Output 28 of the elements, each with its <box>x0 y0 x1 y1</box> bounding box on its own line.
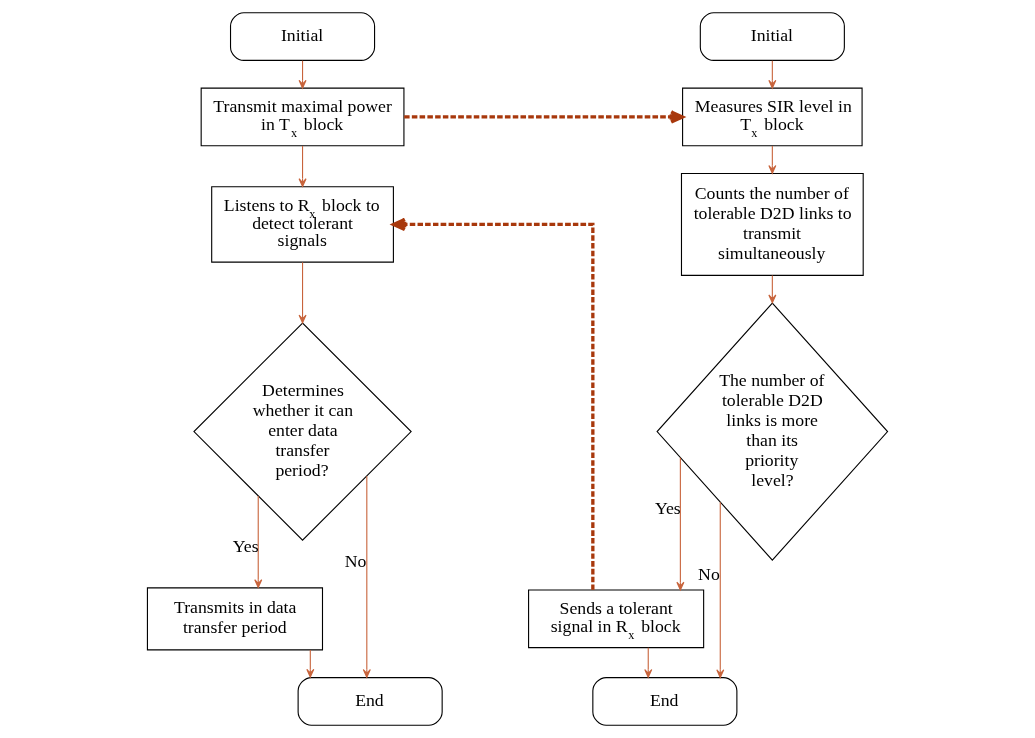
arrow <box>676 457 685 591</box>
arrow <box>404 110 685 124</box>
arrow <box>644 647 653 678</box>
node-diamond: Determines whether it can enter data transfer period? <box>193 322 412 541</box>
node-box: Initial <box>229 12 376 61</box>
node-box: Counts the number of tolerable D2D links to transmit simultaneously <box>680 172 864 276</box>
arrow <box>391 217 595 590</box>
edge-label: No <box>698 564 720 585</box>
arrow <box>254 495 263 588</box>
node-box: Transmits in data transfer period <box>146 587 324 651</box>
node-box: Sends a tolerant signal in R$_{x}$ block <box>528 589 705 649</box>
arrow <box>306 649 315 678</box>
node-box: End <box>297 677 443 726</box>
edge-label: No <box>344 551 367 572</box>
arrow <box>298 145 307 187</box>
arrow <box>362 475 371 678</box>
node-box: Transmit maximal power in T$_{x}$ block <box>200 87 405 147</box>
arrow <box>298 60 307 89</box>
edge-label: Yes <box>654 498 681 519</box>
node-box: End <box>592 677 738 726</box>
node-box: Listens to R$_{x}$ block to detect tolerant signals <box>211 186 394 263</box>
node-box: Initial <box>699 12 845 61</box>
node-box: Measures SIR level in T$_{x}$ block <box>682 87 863 147</box>
arrow <box>768 275 777 304</box>
arrow <box>716 501 725 679</box>
arrow <box>768 60 777 89</box>
arrow <box>298 261 307 324</box>
arrow <box>768 145 777 174</box>
